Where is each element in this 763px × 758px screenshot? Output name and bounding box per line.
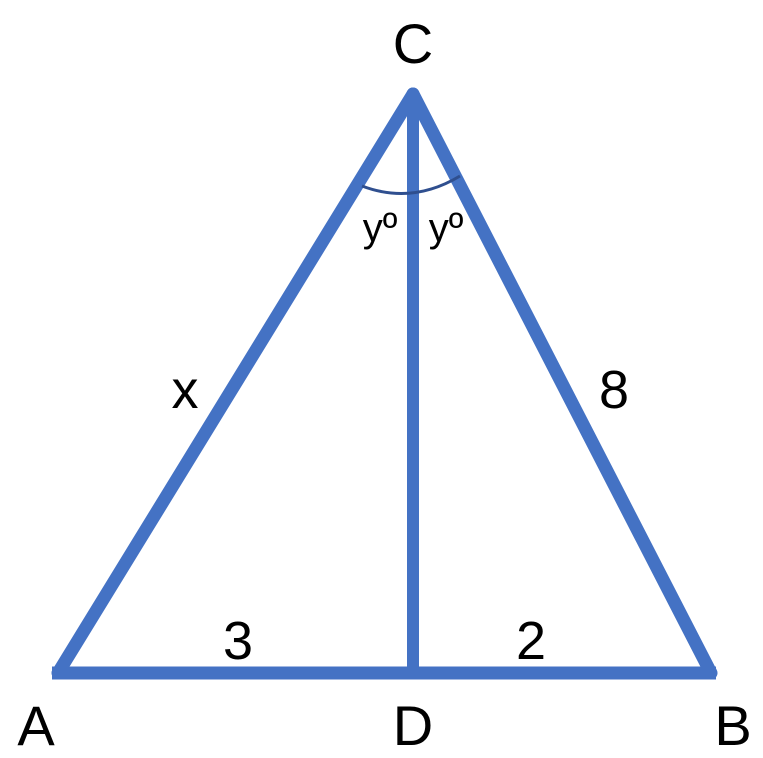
side-ac <box>51 87 420 680</box>
side-label-ad: 3 <box>223 611 253 671</box>
vertex-label-b: B <box>714 694 751 757</box>
vertex-label-a: A <box>17 694 55 757</box>
side-label-cb: 8 <box>599 360 629 420</box>
angle-label-left: yº <box>363 206 398 250</box>
vertex-label-d: D <box>393 694 433 757</box>
side-label-ac: x <box>172 360 199 420</box>
vertex-label-c: C <box>393 12 433 75</box>
side-cb <box>406 87 718 680</box>
angle-arc <box>361 174 461 195</box>
side-label-db: 2 <box>516 611 546 671</box>
angle-label-right: yº <box>429 206 464 250</box>
